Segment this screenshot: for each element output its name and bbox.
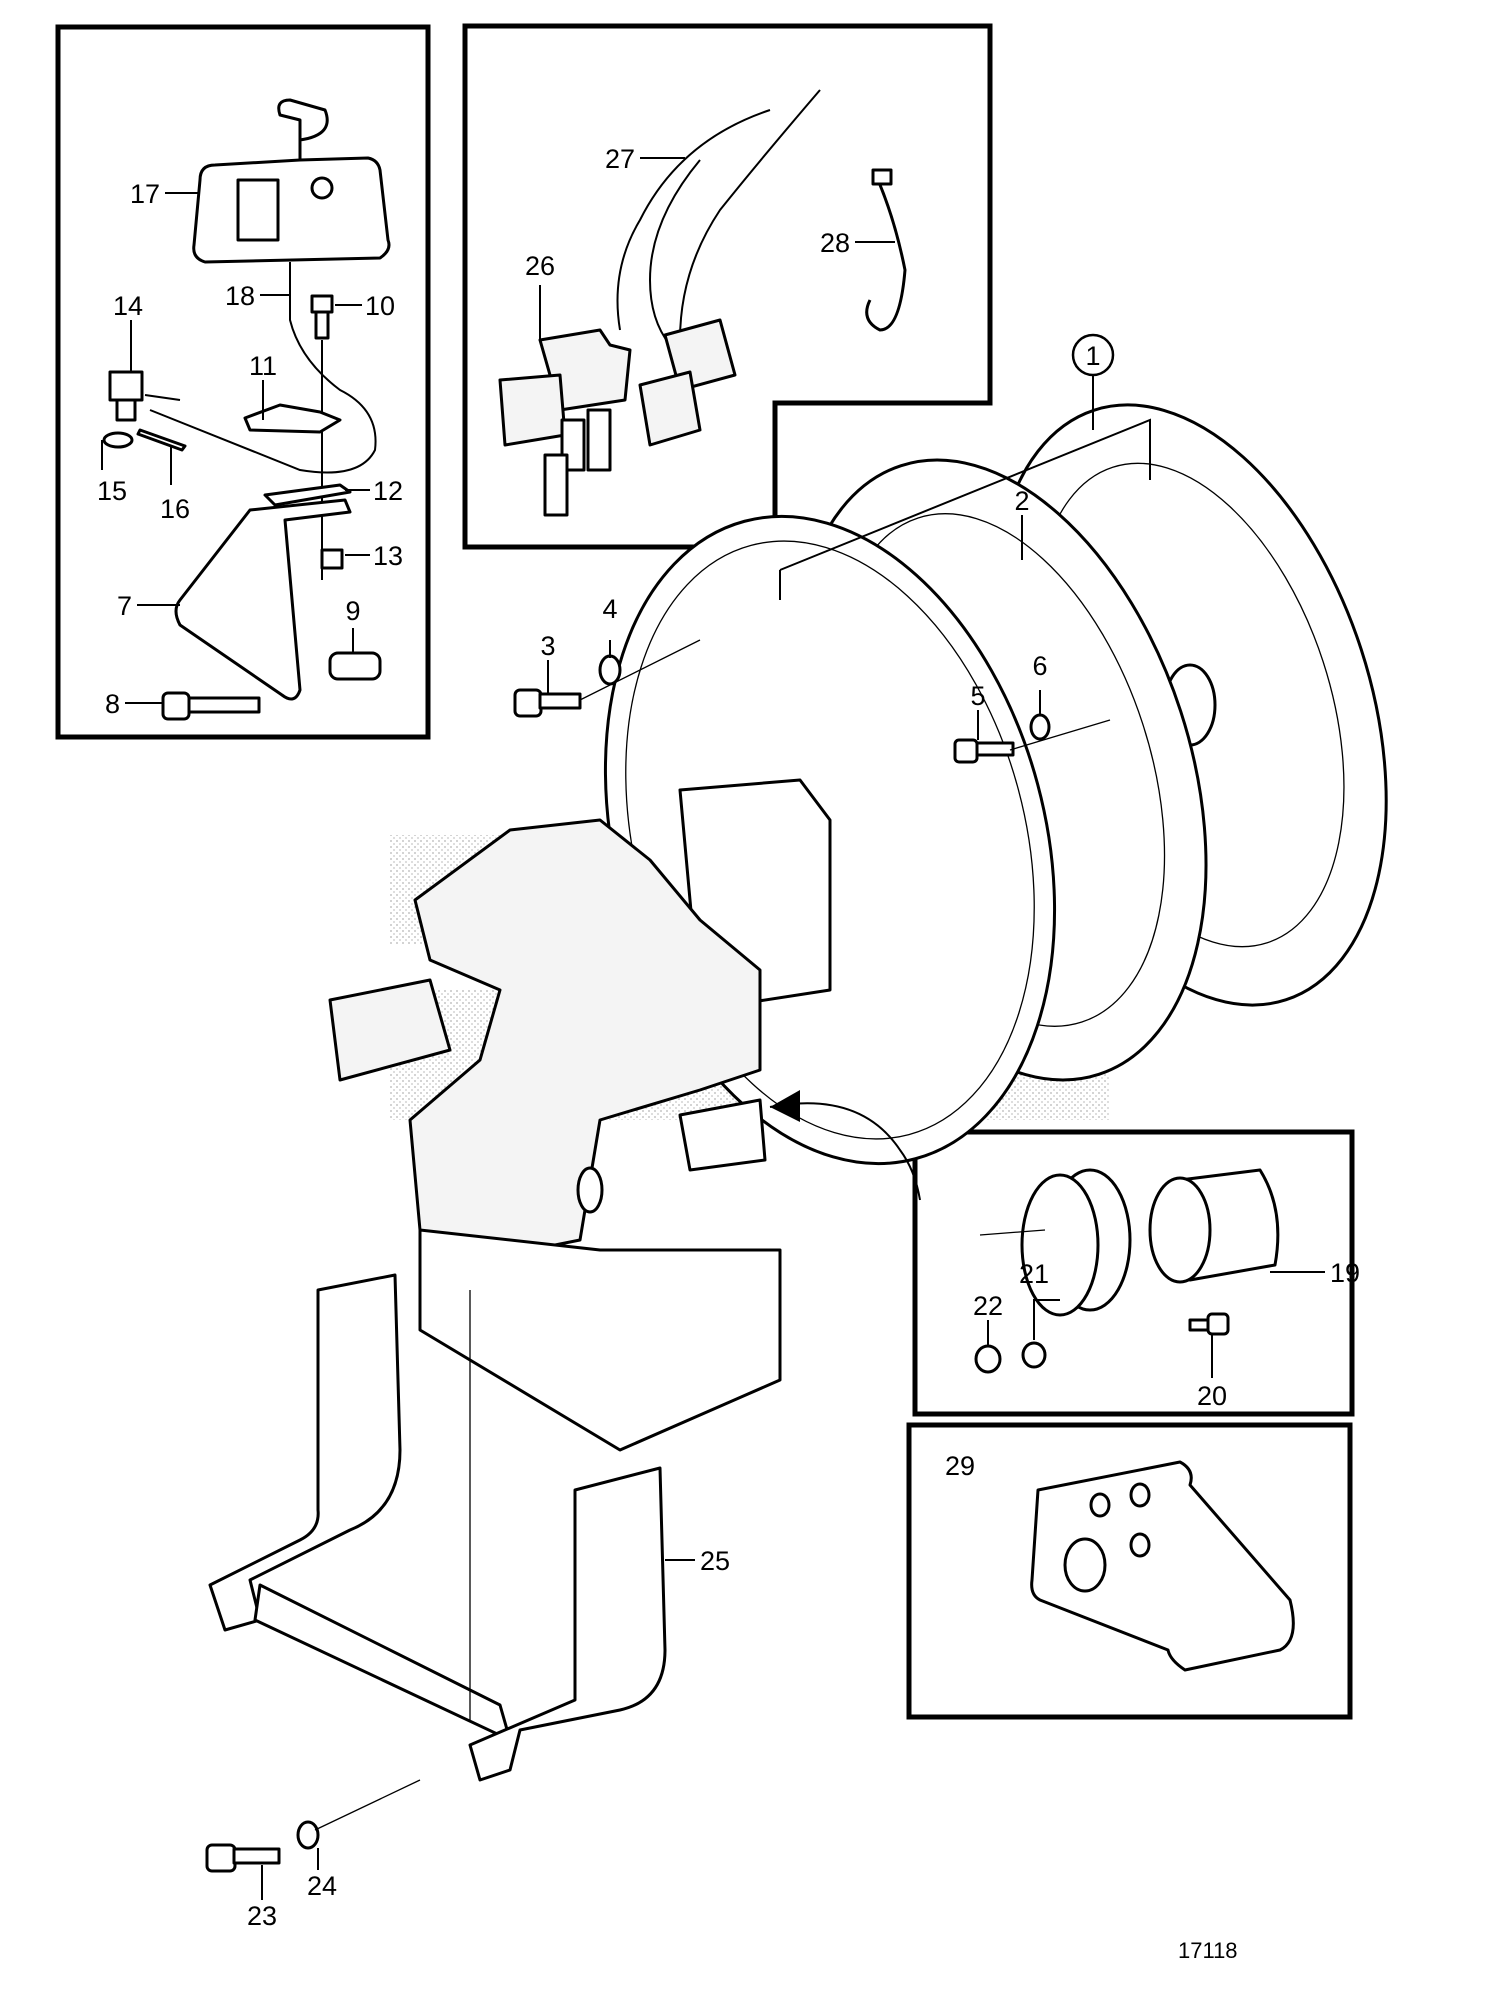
callout-25: 25: [700, 1546, 730, 1576]
callout-16: 16: [160, 494, 190, 524]
callout-18: 18: [225, 281, 255, 311]
callout-2: 2: [1014, 486, 1029, 516]
callout-28: 28: [820, 228, 850, 258]
leader-lines: [101, 157, 1325, 1900]
callout-13: 13: [373, 541, 403, 571]
bolt-23: [205, 1843, 281, 1873]
callout-5: 5: [970, 681, 985, 711]
cable-tie-28: [865, 168, 907, 332]
callout-21: 21: [1019, 1259, 1049, 1289]
assembly-callout-circle: [1071, 333, 1115, 377]
callout-labels: 1 2 3 4 5 6 7 8 9 10 11 12 13 14 15 16 1…: [97, 144, 1360, 1931]
callout-29: 29: [945, 1451, 975, 1481]
callout-17: 17: [130, 179, 160, 209]
bracket-7: [174, 498, 352, 701]
hoses-27: [616, 89, 821, 346]
callout-1: 1: [1085, 341, 1100, 371]
mounting-bracket-25: [208, 1273, 667, 1782]
callout-14: 14: [113, 291, 143, 321]
callout-19: 19: [1330, 1258, 1360, 1288]
callout-11: 11: [249, 351, 277, 381]
clamp-11: [243, 403, 342, 434]
nut-13: [320, 548, 344, 570]
cable-18: [149, 262, 377, 474]
callout-27: 27: [605, 144, 635, 174]
washer-24: [296, 1820, 320, 1850]
callout-10: 10: [365, 291, 395, 321]
plate-12: [263, 483, 352, 507]
washer-21: [1021, 1341, 1047, 1369]
washer-6: [1029, 713, 1051, 741]
nut-22: [974, 1344, 1002, 1374]
callout-22: 22: [973, 1291, 1003, 1321]
drawing-number: 17118: [1178, 1938, 1238, 1963]
spacer-9: [328, 651, 382, 681]
bolt-5-axis: [1009, 719, 1111, 751]
coupling-19: [979, 1168, 1280, 1317]
callout-4: 4: [602, 594, 617, 624]
bolt-5: [953, 738, 1015, 764]
solenoid-valve-inset-frame: [462, 23, 993, 550]
bolt-3: [513, 688, 582, 718]
callout-23: 23: [247, 1901, 277, 1931]
bolt-10: [310, 294, 334, 580]
callout-24: 24: [307, 1871, 337, 1901]
bolt-20: [1188, 1312, 1230, 1336]
callout-9: 9: [345, 596, 360, 626]
callout-20: 20: [1197, 1381, 1227, 1411]
bolt-8: [161, 691, 261, 721]
arrow-head-icon: [770, 1090, 800, 1122]
callout-6: 6: [1032, 651, 1047, 681]
control-lever-17[interactable]: [192, 98, 391, 264]
coupling-inset-frame: [912, 1129, 1355, 1417]
callout-15: 15: [97, 476, 127, 506]
plug-connectors: [638, 318, 737, 447]
callout-7: 7: [117, 591, 132, 621]
bracket-29: [1030, 1460, 1295, 1672]
control-lever-inset-frame: [55, 24, 431, 740]
callout-26: 26: [525, 251, 555, 281]
bolt-23-axis: [314, 1779, 421, 1831]
callout-3: 3: [540, 631, 555, 661]
bolt-3-axis: [579, 639, 701, 701]
connector-14: [108, 370, 181, 422]
solenoid-valve-26: [498, 328, 632, 517]
callout-8: 8: [105, 689, 120, 719]
detail-arrow: [769, 1102, 921, 1201]
pin-16: [136, 428, 187, 452]
washer-4: [598, 654, 622, 686]
bracket-inset-frame: [906, 1422, 1353, 1720]
callout-12: 12: [373, 476, 403, 506]
reverse-gear-housing: [328, 778, 832, 1452]
washer-15: [102, 431, 134, 449]
